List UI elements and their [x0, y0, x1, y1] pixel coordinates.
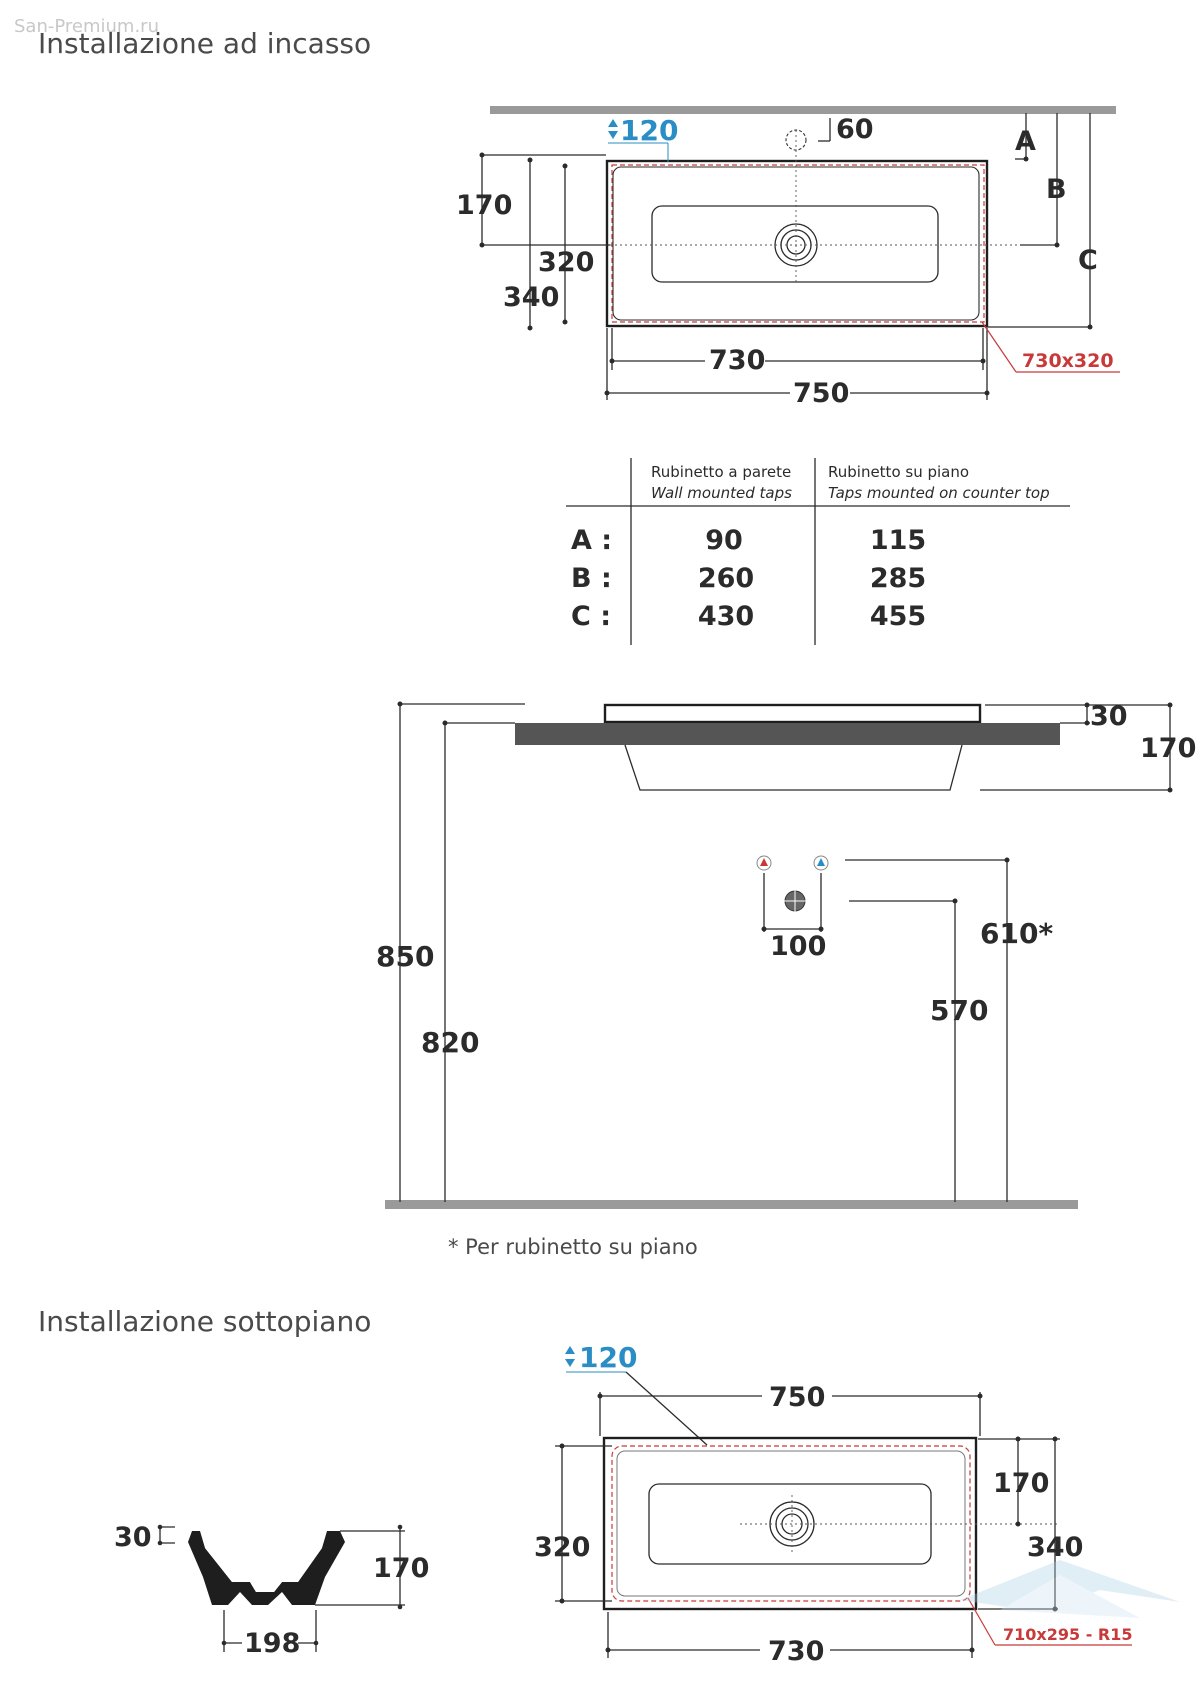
basin-flange: [603, 703, 982, 724]
svg-text:C :: C :: [571, 601, 611, 632]
dim-170-undermount: 170: [993, 1468, 1049, 1499]
svg-text:260: 260: [698, 563, 754, 594]
svg-text:285: 285: [870, 563, 926, 594]
dim-depth-undermount: 120: [579, 1341, 637, 1374]
footnote: * Per rubinetto su piano: [448, 1235, 698, 1259]
dim-570: 570: [930, 994, 988, 1027]
waste-outlet-icon: [780, 886, 810, 916]
cold-tap-icon: [813, 855, 829, 871]
undermount-top-view: 120 750 170 340: [534, 1341, 1132, 1667]
top-view: 60 120 A B C 170 320: [456, 106, 1120, 409]
floor-line: [385, 1200, 1078, 1209]
basin-outline: [605, 159, 989, 328]
basin-body: [624, 744, 963, 791]
table-col1-title: Rubinetto a parete: [651, 463, 791, 481]
svg-text:430: 430: [698, 601, 754, 632]
label-b: B: [1046, 174, 1067, 205]
dim-depth: 120: [620, 114, 678, 147]
dim-30-side: 30: [1090, 701, 1128, 732]
wall-line: [490, 106, 1116, 114]
dim-750-top: 750: [793, 378, 849, 409]
dim-730-undermount: 730: [768, 1636, 824, 1667]
dim-198: 198: [244, 1628, 300, 1659]
basin-rim: [612, 166, 980, 321]
table-col1-subtitle: Wall mounted taps: [651, 484, 792, 502]
dim-170-top: 170: [456, 190, 512, 221]
table-row: C : 430 455: [571, 601, 926, 632]
dim-730-top: 730: [709, 345, 765, 376]
bowl-outline: [651, 205, 939, 283]
side-view: 30 170 850 820 1: [376, 701, 1196, 1259]
table-row: B : 260 285: [571, 563, 926, 594]
basin-profile: [188, 1531, 345, 1605]
svg-text:115: 115: [870, 525, 926, 556]
table-col2-title: Rubinetto su piano: [828, 463, 969, 481]
cutout-label-undermount: 710x295 - R15: [1003, 1625, 1132, 1644]
dim-610: 610*: [980, 917, 1053, 950]
svg-text:455: 455: [870, 601, 926, 632]
dim-820: 820: [421, 1026, 479, 1059]
cutout-label-top: 730x320: [1022, 350, 1114, 372]
hot-tap-icon: [756, 855, 772, 871]
dim-30-profile: 30: [114, 1522, 152, 1553]
svg-text:B :: B :: [571, 563, 612, 594]
dim-170-profile: 170: [373, 1553, 429, 1584]
dim-tap-hole: 60: [836, 114, 874, 145]
dim-750-undermount: 750: [769, 1382, 825, 1413]
dim-340-undermount: 340: [1027, 1532, 1083, 1563]
taps-table: Rubinetto a parete Wall mounted taps Rub…: [566, 458, 1070, 645]
logo-watermark: [960, 1560, 1180, 1618]
undermount-cutout-outline: [611, 1445, 971, 1602]
tap-hole-icon: [785, 129, 807, 151]
depth-arrow-icon: [565, 1346, 575, 1367]
table-col2-subtitle: Taps mounted on counter top: [828, 484, 1050, 502]
countertop: [515, 723, 1060, 745]
built-in-title: Installazione ad incasso: [38, 27, 371, 60]
dim-320-top: 320: [538, 247, 594, 278]
undermount-title: Installazione sottopiano: [38, 1305, 371, 1338]
table-row: A : 90 115: [571, 525, 926, 556]
dim-170-side: 170: [1140, 733, 1196, 764]
undermount-basin-outline: [602, 1436, 978, 1611]
cutout-outline: [611, 164, 985, 323]
dim-320-undermount: 320: [534, 1532, 590, 1563]
svg-text:A :: A :: [571, 525, 612, 556]
watermark: San-Premium.ru: [14, 16, 159, 37]
label-c: C: [1078, 245, 1098, 276]
dim-340-top: 340: [503, 282, 559, 313]
dim-100: 100: [770, 931, 826, 962]
profile-view: 30 170 198: [114, 1522, 429, 1659]
dim-850: 850: [376, 940, 434, 973]
svg-text:90: 90: [705, 525, 743, 556]
depth-arrow-icon: [608, 119, 618, 139]
